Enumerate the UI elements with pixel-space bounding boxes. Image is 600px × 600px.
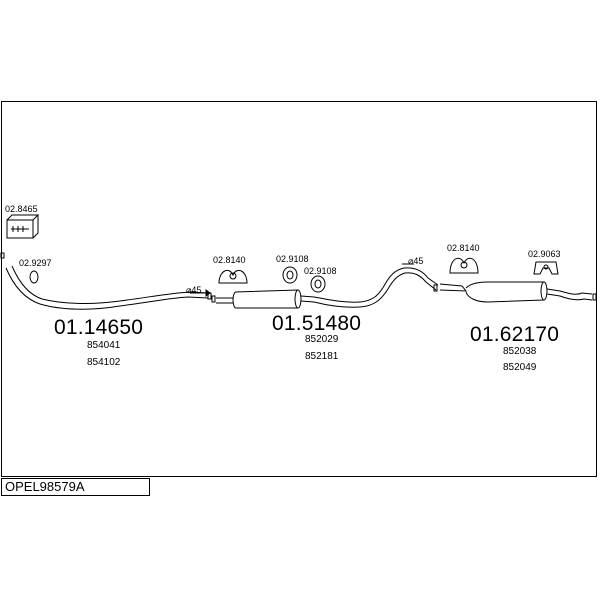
assembly-3-ref-2: 852049 bbox=[503, 362, 537, 373]
assembly-1-ref-1: 854041 bbox=[87, 340, 121, 351]
assembly-1-part-number: 01.14650 bbox=[54, 316, 144, 339]
front-pipe-icon bbox=[5, 265, 212, 310]
assembly-3-ref-1: 852038 bbox=[503, 346, 537, 357]
hanger-rear-b-icon bbox=[533, 261, 559, 275]
diameter-front-label: ⌀45 bbox=[186, 285, 202, 295]
rear-silencer-icon bbox=[433, 281, 597, 303]
diameter-rear-label: ⌀45 bbox=[408, 256, 424, 266]
clamp-kit-label: 02.8465 bbox=[5, 204, 38, 214]
assembly-2-part-number: 01.51480 bbox=[272, 312, 362, 335]
hanger-mid-a-icon bbox=[218, 269, 248, 284]
front-connector-icon bbox=[0, 252, 5, 259]
hanger-mid-c-label: 02.9108 bbox=[304, 266, 337, 276]
hanger-mid-b-label: 02.9108 bbox=[276, 254, 309, 264]
middle-silencer-icon bbox=[211, 267, 439, 309]
hanger-rear-a-icon bbox=[449, 257, 479, 274]
assembly-3-part-number: 01.62170 bbox=[470, 323, 560, 346]
ring-icon bbox=[29, 270, 39, 284]
hanger-rear-a-label: 02.8140 bbox=[447, 243, 480, 253]
clamp-kit-icon bbox=[6, 214, 40, 239]
diagram-code: OPEL98579A bbox=[1, 478, 150, 496]
assembly-2-ref-1: 852029 bbox=[305, 334, 339, 345]
hanger-mid-b-icon bbox=[282, 266, 298, 284]
ring-front-label: 02.9297 bbox=[19, 258, 52, 268]
hanger-rear-b-label: 02.9063 bbox=[528, 249, 561, 259]
hanger-mid-c-icon bbox=[310, 275, 326, 293]
assembly-2-ref-2: 852181 bbox=[305, 351, 339, 362]
assembly-1-ref-2: 854102 bbox=[87, 357, 121, 368]
hanger-mid-a-label: 02.8140 bbox=[213, 255, 246, 265]
diagram-frame bbox=[1, 101, 597, 477]
